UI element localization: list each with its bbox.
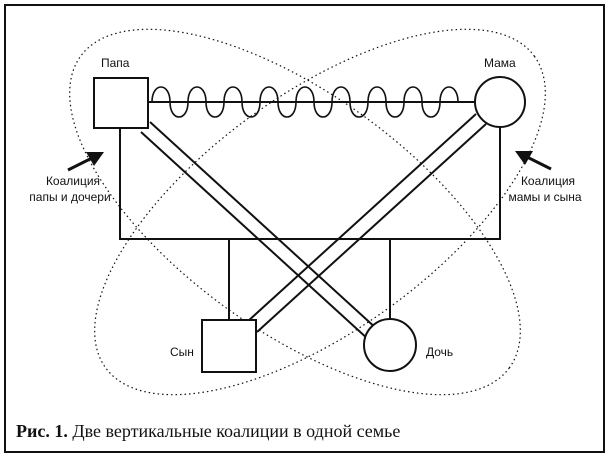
figure-caption: Рис. 1. Две вертикальные коалиции в одно…	[16, 421, 400, 441]
papa-node	[93, 77, 149, 129]
left-coalition-arrow	[67, 152, 104, 172]
coalition-papa-daughter-ellipse	[69, 28, 521, 396]
mama-node	[474, 76, 526, 128]
mama-label: Мама	[484, 56, 516, 70]
left-coalition-label-line1: Коалиция	[46, 174, 100, 188]
papa-label: Папа	[101, 56, 130, 70]
left-coalition-label-line2: папы и дочери	[29, 190, 110, 204]
mama-son-coalition-line-a	[246, 113, 477, 323]
right-coalition-arrow	[515, 151, 552, 171]
son-label: Сын	[170, 345, 194, 359]
caption-prefix: Рис. 1.	[16, 421, 68, 441]
conflict-wave	[151, 86, 474, 118]
right-coalition-label-line1: Коалиция	[521, 174, 575, 188]
daughter-label: Дочь	[426, 345, 453, 359]
papa-daughter-coalition-line-a	[149, 121, 379, 331]
son-node	[201, 319, 257, 373]
family-bracket	[119, 125, 501, 240]
mama-son-coalition-line-b	[256, 123, 487, 333]
right-coalition-label-line2: мамы и сына	[508, 190, 581, 204]
papa-daughter-coalition-line-b	[140, 131, 370, 341]
caption-text: Две вертикальные коалиции в одной семье	[68, 421, 401, 441]
daughter-node	[363, 318, 417, 372]
